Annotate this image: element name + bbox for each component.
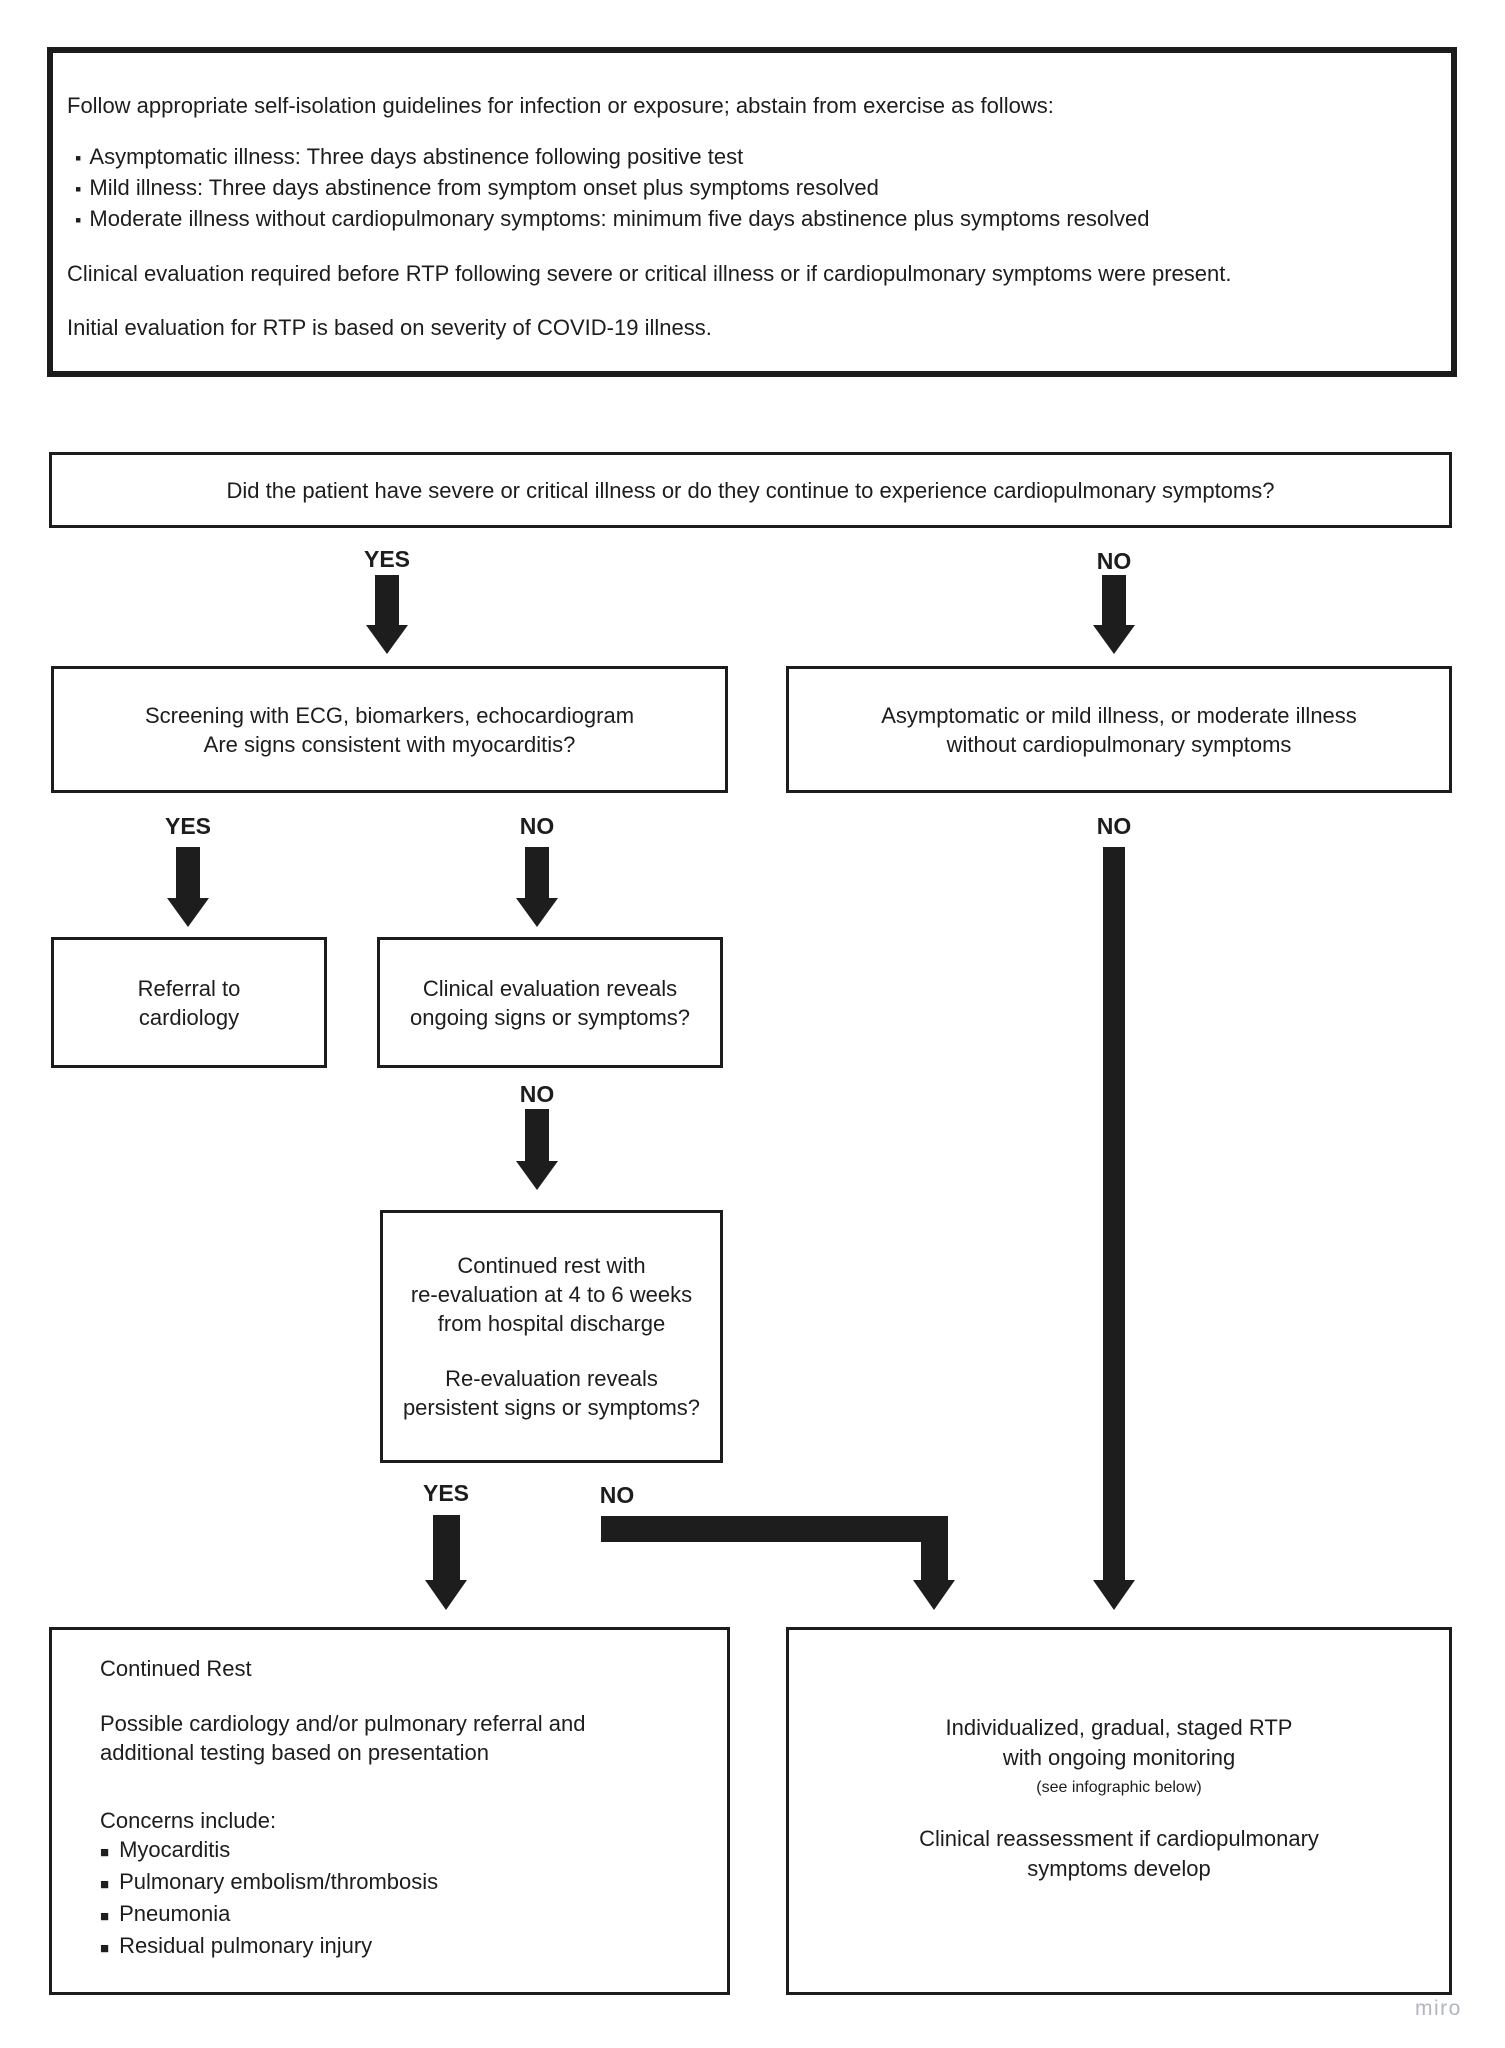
- concern-text: Residual pulmonary injury: [119, 1933, 373, 1958]
- screening-line2: Are signs consistent with myocarditis?: [203, 731, 576, 757]
- label-no-ongoing: NO: [519, 1081, 555, 1107]
- bullet-text: Moderate illness without cardiopulmonary…: [89, 206, 1150, 231]
- arrow-head: [425, 1580, 467, 1610]
- bullet-square-icon: ▪: [75, 210, 82, 230]
- paragraph-gap: [789, 1803, 1449, 1824]
- continued-rest-title: Continued Rest: [100, 1656, 252, 1681]
- arrow-no-to-mild: [1092, 575, 1136, 654]
- mild-illness-box: Asymptomatic or mild illness, or moderat…: [786, 666, 1452, 793]
- referral-line1: Referral to: [137, 975, 241, 1001]
- list-item: ■ Residual pulmonary injury: [100, 1931, 707, 1963]
- intro-box: Follow appropriate self-isolation guidel…: [47, 47, 1457, 377]
- arrow-yes-to-continued-rest: [424, 1515, 468, 1610]
- clinical-line2: ongoing signs or symptoms?: [409, 1004, 691, 1030]
- screening-line1: Screening with ECG, biomarkers, echocard…: [144, 702, 635, 728]
- list-item: ▪ Moderate illness without cardiopulmona…: [75, 204, 1431, 235]
- arrow-yes-to-screening: [365, 575, 409, 654]
- mild-line2: without cardiopulmonary symptoms: [946, 731, 1292, 757]
- bullet-text: Mild illness: Three days abstinence from…: [89, 175, 879, 200]
- bullet-square-icon: ▪: [75, 148, 82, 168]
- concern-text: Pulmonary embolism/thrombosis: [119, 1869, 439, 1894]
- arrow-no-to-rest-eval: [515, 1109, 559, 1190]
- clinical-line1: Clinical evaluation reveals: [422, 975, 678, 1001]
- referral-box: Referral to cardiology: [51, 937, 327, 1068]
- rest-eval-line: Re-evaluation reveals: [445, 1366, 658, 1391]
- arrow-head: [167, 898, 209, 927]
- rtp-line2: with ongoing monitoring: [1002, 1745, 1236, 1770]
- arrow-no-to-clinical-eval: [515, 847, 559, 927]
- arrow-shaft: [1103, 847, 1125, 1580]
- rest-eval-box: Continued rest with re-evaluation at 4 t…: [380, 1210, 723, 1463]
- screening-box: Screening with ECG, biomarkers, echocard…: [51, 666, 728, 793]
- rtp-line4: symptoms develop: [1027, 1856, 1211, 1881]
- arrow-head: [366, 625, 408, 654]
- referral-testing-paragraph: Possible cardiology and/or pulmonary ref…: [100, 1709, 707, 1767]
- arrow-shaft: [525, 1109, 549, 1161]
- concern-text: Pneumonia: [119, 1901, 231, 1926]
- bullet-square-icon: ■: [100, 1908, 110, 1925]
- paragraph-line: Possible cardiology and/or pulmonary ref…: [100, 1711, 586, 1736]
- rtp-box: Individualized, gradual, staged RTP with…: [786, 1627, 1452, 1995]
- list-item: ■ Myocarditis: [100, 1835, 707, 1867]
- referral-line2: cardiology: [138, 1004, 240, 1030]
- arrow-head: [516, 1161, 558, 1190]
- arrow-no-long-to-rtp: [1092, 847, 1136, 1610]
- arrow-shaft: [176, 847, 200, 898]
- rest-eval-line: persistent signs or symptoms?: [402, 1395, 701, 1420]
- arrow-shaft: [525, 847, 549, 898]
- arrow-yes-to-referral: [166, 847, 210, 927]
- rest-eval-line: Continued rest with: [457, 1253, 646, 1278]
- arrow-head: [913, 1580, 955, 1610]
- bullet-square-icon: ▪: [75, 179, 82, 199]
- rtp-note: (see infographic below): [1036, 1779, 1202, 1796]
- question-box: Did the patient have severe or critical …: [49, 452, 1452, 528]
- rtp-line3: Clinical reassessment if cardiopulmonary: [919, 1826, 1319, 1851]
- intro-bullet-list: ▪ Asymptomatic illness: Three days absti…: [75, 142, 1431, 235]
- arrow-shaft: [1102, 575, 1126, 625]
- arrow-shaft: [375, 575, 399, 625]
- concern-text: Myocarditis: [119, 1837, 231, 1862]
- intro-text: Follow appropriate self-isolation guidel…: [67, 93, 1054, 118]
- list-item: ▪ Mild illness: Three days abstinence fr…: [75, 173, 1431, 204]
- arrow-shaft: [432, 1515, 460, 1580]
- clinical-evaluation-note: Clinical evaluation required before RTP …: [67, 261, 1232, 286]
- bullet-square-icon: ■: [100, 1844, 110, 1861]
- arrow-head: [516, 898, 558, 927]
- label-no-persistent: NO: [599, 1482, 635, 1508]
- concerns-list: Concerns include: ■ Myocarditis ■ Pulmon…: [100, 1806, 707, 1963]
- question-text: Did the patient have severe or critical …: [226, 477, 1275, 503]
- list-item: ■ Pulmonary embolism/thrombosis: [100, 1867, 707, 1899]
- bullet-text: Asymptomatic illness: Three days abstine…: [89, 144, 744, 169]
- concerns-heading: Concerns include:: [100, 1808, 277, 1833]
- label-no-mild-branch: NO: [1096, 813, 1132, 839]
- rest-eval-line: from hospital discharge: [437, 1311, 666, 1336]
- label-yes-persistent: YES: [422, 1480, 470, 1506]
- initial-evaluation-note: Initial evaluation for RTP is based on s…: [67, 315, 712, 340]
- clinical-eval-box: Clinical evaluation reveals ongoing sign…: [377, 937, 723, 1068]
- label-no-severe: NO: [1096, 548, 1132, 574]
- rtp-line1: Individualized, gradual, staged RTP: [945, 1715, 1293, 1740]
- list-item: ■ Pneumonia: [100, 1899, 707, 1931]
- arrow-elbow-vertical: [921, 1540, 948, 1580]
- rest-eval-line: re-evaluation at 4 to 6 weeks: [410, 1282, 693, 1307]
- list-item: ▪ Asymptomatic illness: Three days absti…: [75, 142, 1431, 173]
- label-no-myocarditis: NO: [519, 813, 555, 839]
- continued-rest-box: Continued Rest Possible cardiology and/o…: [49, 1627, 730, 1995]
- label-yes-severe: YES: [363, 546, 411, 572]
- bullet-square-icon: ■: [100, 1876, 110, 1893]
- arrow-head: [1093, 625, 1135, 654]
- miro-watermark-logo: miro: [1415, 1997, 1462, 2020]
- bullet-square-icon: ■: [100, 1940, 110, 1957]
- label-yes-myocarditis: YES: [164, 813, 212, 839]
- paragraph-line: additional testing based on presentation: [100, 1740, 489, 1765]
- arrow-elbow-horizontal: [601, 1516, 948, 1542]
- mild-line1: Asymptomatic or mild illness, or moderat…: [881, 702, 1357, 728]
- arrow-head: [1093, 1580, 1135, 1610]
